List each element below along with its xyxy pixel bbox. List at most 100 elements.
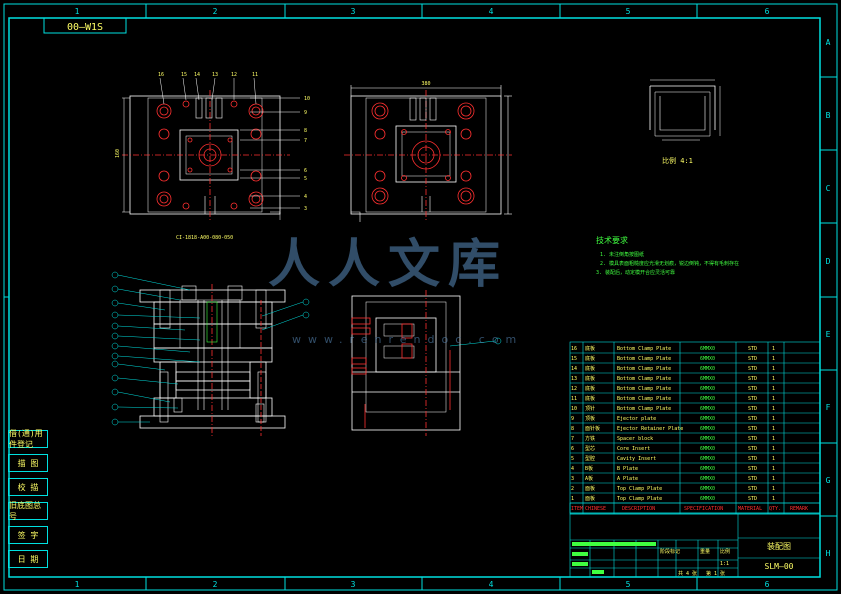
bom-cell: 型腔 <box>585 455 595 462</box>
bom-cell: Bottom Clamp Plate <box>617 376 671 382</box>
bom-cell: B Plate <box>617 466 638 472</box>
row-label: G <box>826 476 831 485</box>
bom-header-cell: REMARK <box>790 506 808 512</box>
bom-cell: STD <box>748 496 757 502</box>
bom-cell: 15 <box>571 356 577 362</box>
bom-cell: 10 <box>571 406 577 412</box>
col-label: 1 <box>75 7 80 16</box>
bom-cell: STD <box>748 446 757 452</box>
bom-cell: 1 <box>772 406 775 412</box>
side-label: 描 图 <box>8 454 48 472</box>
row-label: F <box>826 403 831 412</box>
plan-view-fixed-half <box>344 85 512 222</box>
bom-cell: 面针板 <box>585 425 600 432</box>
scale-label: 比例 <box>720 548 730 555</box>
bom-cell: 方铁 <box>585 435 595 442</box>
svg-text:16: 16 <box>158 72 164 78</box>
bom-cell: Bottom Clamp Plate <box>617 356 671 362</box>
sheet-number: 第 1 张 <box>706 570 725 577</box>
bom-cell: STD <box>748 346 757 352</box>
side-label: 校 描 <box>8 478 48 496</box>
bom-cell: 6MMX0 <box>700 496 715 502</box>
bom-cell: 面板 <box>585 495 595 502</box>
watermark-url: www.renrendoc.com <box>292 333 524 346</box>
sheet-total: 共 4 张 <box>678 570 697 577</box>
bom-table-grid <box>569 341 821 515</box>
revision-marks <box>572 542 656 574</box>
drawing-code: SLM—00 <box>765 562 794 571</box>
bom-cell: Bottom Clamp Plate <box>617 386 671 392</box>
bom-cell: 1 <box>772 386 775 392</box>
width-dimension: 380 <box>421 81 430 87</box>
bom-cell: 5 <box>571 456 574 462</box>
side-label: 旧底图总号 <box>8 501 48 521</box>
technical-note-line: 3. 装配后，动定模开合应灵活可靠 <box>596 269 675 276</box>
drawing-border <box>3 3 838 591</box>
bom-cell: 4 <box>571 466 574 472</box>
bom-cell: Spacer block <box>617 436 653 442</box>
bom-cell: 6MMX0 <box>700 486 715 492</box>
bom-cell: Bottom Clamp Plate <box>617 406 671 412</box>
bom-cell: Bottom Clamp Plate <box>617 346 671 352</box>
bom-header-cell: CHINESE <box>585 506 606 512</box>
bom-cell: STD <box>748 406 757 412</box>
bom-cell: 6MMX0 <box>700 376 715 382</box>
svg-text:10: 10 <box>304 96 310 102</box>
bom-cell: Cavity Insert <box>617 456 656 462</box>
drawing-number: 00—W1S <box>67 22 103 33</box>
bom-cell: 1 <box>772 346 775 352</box>
bom-cell: STD <box>748 396 757 402</box>
bom-cell: 底板 <box>585 365 595 372</box>
bom-cell: 3 <box>571 476 574 482</box>
bom-cell: Core Insert <box>617 446 650 452</box>
bom-cell: 1 <box>772 466 775 472</box>
bom-cell: 底板 <box>585 355 595 362</box>
svg-text:15: 15 <box>181 72 187 78</box>
row-labels: A B C D E F G H <box>826 38 831 558</box>
bom-cell: 6MMX0 <box>700 476 715 482</box>
col-label: 2 <box>213 580 218 589</box>
bom-cell: 面板 <box>585 485 595 492</box>
plan-view-caption: CI-1818-A00-080-050 <box>176 235 233 241</box>
bom-cell: 1 <box>772 436 775 442</box>
bom-cell: 1 <box>772 396 775 402</box>
technical-note-line: 1. 未注倒角按图纸 <box>600 251 644 258</box>
bom-cell: 2 <box>571 486 574 492</box>
side-label: 签 字 <box>8 526 48 544</box>
column-labels-top: 1 2 3 4 5 6 <box>75 7 770 16</box>
bom-cell: B板 <box>585 465 593 472</box>
height-dimension: 160 <box>115 149 121 158</box>
weight-label: 重量 <box>700 548 710 555</box>
svg-text:6: 6 <box>304 168 307 174</box>
bom-cell: A Plate <box>617 476 638 482</box>
bom-cell: 6MMX0 <box>700 446 715 452</box>
bom-cell: 1 <box>772 496 775 502</box>
bom-cell: Top Clamp Plate <box>617 496 662 502</box>
bom-cell: 底板 <box>585 375 595 382</box>
watermark-text: 人人文库 <box>268 235 509 295</box>
bom-cell: 6MMX0 <box>700 396 715 402</box>
bom-cell: 1 <box>772 426 775 432</box>
row-label: A <box>826 38 831 47</box>
bom-cell: 底板 <box>585 395 595 402</box>
svg-text:3: 3 <box>304 206 307 212</box>
col-label: 5 <box>626 580 631 589</box>
detail-view <box>649 79 721 141</box>
bom-cell: 1 <box>772 416 775 422</box>
bom-cell: 9 <box>571 416 574 422</box>
technical-notes-title: 技术要求 <box>596 235 628 245</box>
stage-mark-label: 阶段标记 <box>660 548 680 555</box>
side-label: 借(通)用件登记 <box>8 429 48 449</box>
col-label: 4 <box>489 580 494 589</box>
bom-cell: Bottom Clamp Plate <box>617 366 671 372</box>
balloon-callouts <box>111 271 502 426</box>
svg-text:7: 7 <box>304 138 307 144</box>
bom-cell: STD <box>748 416 757 422</box>
bom-header-row: ITEM CHINESE DESCRIPTION SPECIFICATION M… <box>569 502 821 514</box>
section-view-assembly <box>139 284 286 436</box>
bom-cell: 14 <box>571 366 577 372</box>
col-label: 6 <box>765 580 770 589</box>
bom-cell: STD <box>748 436 757 442</box>
